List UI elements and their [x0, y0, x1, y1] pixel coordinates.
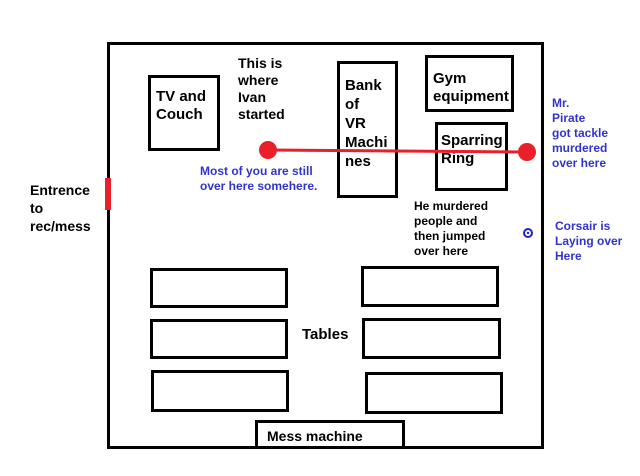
- sparring-ring-label: Sparring Ring: [441, 132, 503, 167]
- he-murdered-note: He murdered people and then jumped over …: [414, 199, 489, 258]
- ivan-start-label: This is where Ivan started: [238, 55, 285, 122]
- vr-bank-box: [337, 61, 398, 198]
- entrance-door: [105, 178, 111, 210]
- corsair-marker-icon: [523, 228, 533, 238]
- gym-box: [425, 55, 514, 112]
- mr-pirate-note: Mr. Pirate got tackle murdered over here: [552, 96, 609, 170]
- end-point-icon: [518, 143, 536, 161]
- table-left-3: [151, 370, 289, 412]
- table-right-3: [365, 372, 503, 414]
- tv-couch-box: [148, 75, 220, 151]
- vr-bank-label: Bank of VR Machi nes: [345, 77, 388, 170]
- table-left-2: [150, 319, 288, 359]
- route-line: [267, 148, 528, 154]
- tables-label: Tables: [302, 326, 349, 343]
- mess-machine-label: Mess machine: [267, 428, 363, 444]
- table-left-1: [150, 268, 288, 308]
- sparring-ring-box: [435, 122, 508, 191]
- entrance-label: Entrence to rec/mess: [30, 182, 91, 234]
- tv-couch-label: TV and Couch: [156, 88, 207, 123]
- start-point-icon: [259, 141, 277, 159]
- table-right-1: [361, 266, 499, 307]
- gym-label: Gym equipment: [433, 70, 509, 105]
- most-of-you-note: Most of you are still over here somehere…: [200, 164, 318, 193]
- table-right-2: [362, 318, 501, 359]
- mess-machine-box: [255, 420, 405, 449]
- corsair-note: Corsair is Laying over Here: [555, 219, 623, 263]
